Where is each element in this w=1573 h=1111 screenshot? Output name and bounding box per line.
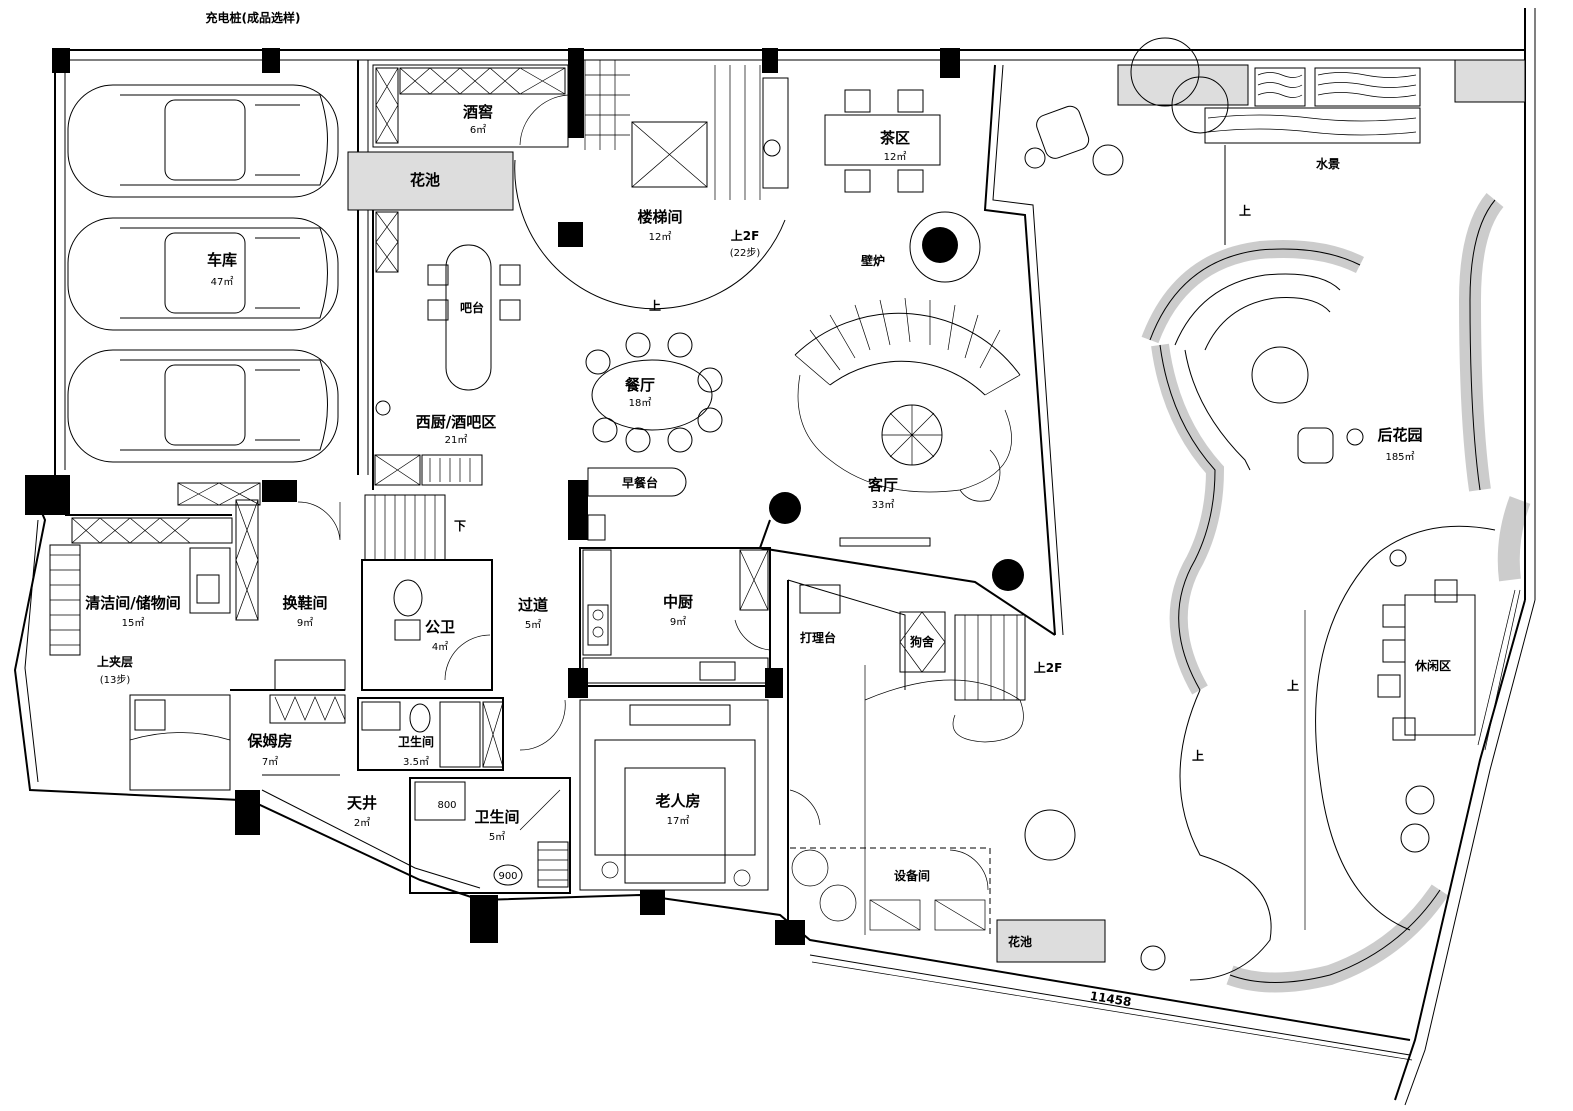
breakfast-counter: 早餐台 xyxy=(587,467,687,541)
dimension-bottom: 11458 xyxy=(811,961,1413,1061)
fixture-900-label: 900 xyxy=(498,871,517,882)
living-right-wall xyxy=(983,64,1056,636)
stair-up-mark: 上 xyxy=(649,298,661,313)
stairs-down-mark: 下 xyxy=(454,519,466,533)
water-feature-label: 水景 xyxy=(1316,156,1340,171)
living-area: 33㎡ xyxy=(872,499,895,511)
western-kitchen-label: 西厨/酒吧区 xyxy=(416,413,496,431)
cleaning-storage: 清洁间/储物间 15㎡ 上夹层 (13步) xyxy=(49,499,259,686)
wine-cellar: 酒窖 6㎡ xyxy=(372,64,569,148)
structural-columns xyxy=(25,48,960,945)
tea-area-area: 12㎡ xyxy=(884,151,907,163)
western-kitchen-area: 21㎡ xyxy=(445,434,468,446)
stairwell-label: 楼梯间 xyxy=(637,208,682,226)
nanny-room: 保姆房 7㎡ xyxy=(129,694,346,791)
elder-room-label: 老人房 xyxy=(654,792,700,810)
stairwell-up-2f: 上2F xyxy=(731,228,760,243)
cleaning-storage-area: 15㎡ xyxy=(122,617,145,629)
stairwell-steps: (22步) xyxy=(730,247,761,259)
garden-up-mark-2: 上 xyxy=(1287,678,1299,693)
corridor-area: 5㎡ xyxy=(525,619,541,631)
dimension-label: 11458 xyxy=(1089,989,1132,1009)
equipment-room: 设备间 xyxy=(790,847,991,935)
elder-room: 老人房 17㎡ xyxy=(579,699,821,891)
public-wc: 公卫 4㎡ xyxy=(361,559,493,691)
bar-counter-label: 吧台 xyxy=(460,300,484,315)
stairwell: 楼梯间 12㎡ 上2F (22步) 上 xyxy=(514,60,789,313)
garage: 车库 47㎡ xyxy=(67,84,339,463)
bathroom-small-area: 3.5㎡ xyxy=(403,756,429,768)
living-label: 客厅 xyxy=(867,476,898,494)
flower-bed-2-label: 花池 xyxy=(1008,934,1032,949)
kennel-up-2f: 上2F xyxy=(1034,660,1063,675)
dining-label: 餐厅 xyxy=(625,376,655,394)
garden-path xyxy=(1179,689,1272,981)
public-wc-label: 公卫 xyxy=(425,618,455,636)
dining: 餐厅 18㎡ xyxy=(585,332,723,453)
garage-label: 车库 xyxy=(207,251,237,269)
public-wc-area: 4㎡ xyxy=(432,641,448,653)
living-room: 客厅 33㎡ xyxy=(758,297,1056,636)
skylight-label: 天井 xyxy=(347,794,377,812)
middle-kitchen-label: 中厨 xyxy=(663,593,693,611)
garden-lamp xyxy=(1140,945,1166,971)
wine-cellar-area: 6㎡ xyxy=(470,124,486,136)
wine-cellar-label: 酒窖 xyxy=(463,103,493,121)
western-kitchen: 吧台 西厨/酒吧区 21㎡ xyxy=(372,210,521,490)
garage-area: 47㎡ xyxy=(211,276,234,288)
mezzanine-steps: (13步) xyxy=(100,674,131,686)
bathroom-small-label: 卫生间 xyxy=(398,734,434,749)
skylight-area: 2㎡ xyxy=(354,817,370,829)
corridor-label: 过道 xyxy=(518,596,548,614)
kennel-label: 狗舍 xyxy=(910,634,935,649)
curved-planter xyxy=(1141,240,1365,695)
leisure-label: 休闲区 xyxy=(1414,658,1451,673)
flower-bed-2: 花池 xyxy=(996,919,1106,963)
leisure-area: 休闲区 xyxy=(1315,525,1496,931)
equipment-room-label: 设备间 xyxy=(894,868,930,883)
garden-chairs-top xyxy=(1024,105,1124,176)
fireplace: 壁炉 xyxy=(861,211,981,283)
tree-1 xyxy=(1024,809,1076,861)
dining-area: 18㎡ xyxy=(629,397,652,409)
shoe-room-label: 换鞋间 xyxy=(282,594,327,612)
right-hedge xyxy=(1226,192,1531,993)
garden-up-mark-3: 上 xyxy=(1192,748,1204,763)
flower-bed-1: 花池 xyxy=(347,151,514,211)
middle-kitchen-area: 9㎡ xyxy=(670,616,686,628)
shoe-room: 换鞋间 9㎡ xyxy=(177,482,346,691)
bathroom-area: 5㎡ xyxy=(489,831,505,843)
stairwell-area: 12㎡ xyxy=(649,231,672,243)
bathroom-small: 卫生间 3.5㎡ xyxy=(357,697,504,771)
fireplace-label: 壁炉 xyxy=(861,253,885,268)
cleaning-storage-label: 清洁间/储物间 xyxy=(85,594,180,612)
middle-kitchen: 中厨 9㎡ xyxy=(579,547,771,687)
shoe-room-area: 9㎡ xyxy=(297,617,313,629)
corridor: 过道 5㎡ xyxy=(518,596,566,751)
mezzanine-label: 上夹层 xyxy=(97,654,133,669)
garden-up-mark-1: 上 xyxy=(1239,203,1251,218)
fixture-800-label: 800 xyxy=(437,800,456,811)
flower-bed-1-label: 花池 xyxy=(410,171,440,189)
prep-area: 打理台 狗舍 上2F xyxy=(787,579,1063,935)
bathroom: 800 900 卫生间 5㎡ xyxy=(409,777,571,894)
skylight: 天井 2㎡ xyxy=(347,794,377,829)
nanny-room-label: 保姆房 xyxy=(246,732,292,750)
breakfast-label: 早餐台 xyxy=(622,475,658,490)
ev-charger-label: 充电桩(成品选样) xyxy=(206,10,301,25)
tea-area-label: 茶区 xyxy=(880,129,910,147)
prep-counter-label: 打理台 xyxy=(800,630,836,645)
bathroom-label: 卫生间 xyxy=(474,808,519,826)
stairs-down: 下 xyxy=(364,494,466,561)
top-planters xyxy=(1117,37,1526,245)
nanny-room-area: 7㎡ xyxy=(262,756,278,768)
tea-area: 茶区 12㎡ xyxy=(824,89,941,193)
elder-room-area: 17㎡ xyxy=(667,815,690,827)
back-garden-label: 后花园 xyxy=(1377,426,1422,444)
back-garden-area: 185㎡ xyxy=(1385,451,1414,463)
